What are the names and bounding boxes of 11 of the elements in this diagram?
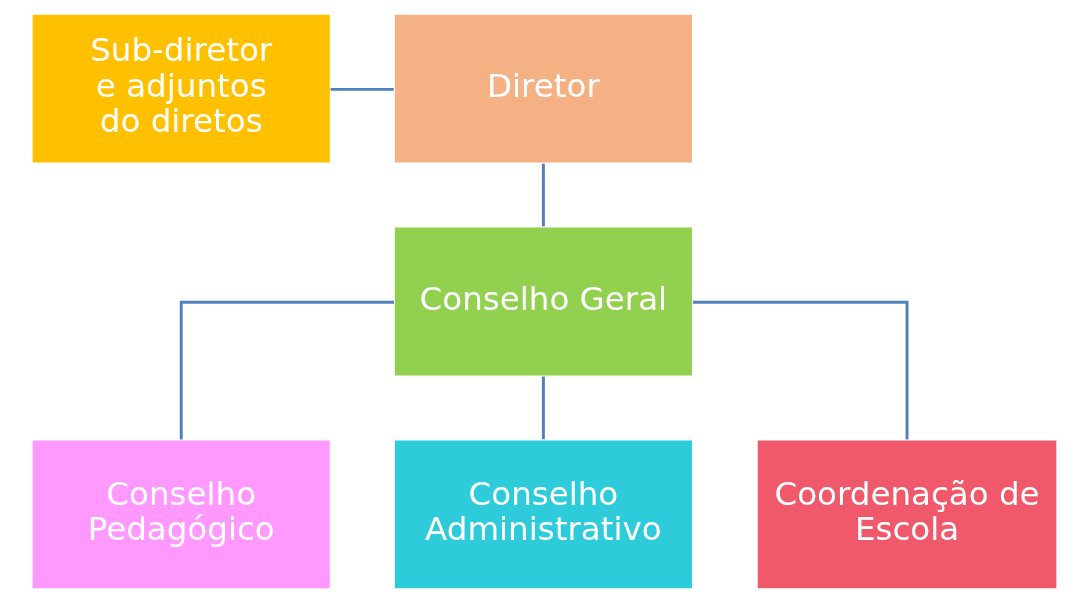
node-box: Diretor bbox=[392, 13, 693, 164]
node-box: Conselho Geral bbox=[392, 226, 693, 377]
node-box: Conselho Administrativo bbox=[392, 439, 693, 590]
connector bbox=[179, 300, 394, 440]
connector bbox=[541, 163, 545, 227]
connector bbox=[692, 300, 908, 440]
node-box: Conselho Pedagógico bbox=[30, 439, 331, 590]
connector bbox=[330, 87, 394, 91]
node-box: Coordenação de Escola bbox=[755, 439, 1058, 590]
node-box: Sub-diretor e adjuntos do diretos bbox=[30, 13, 331, 164]
connector bbox=[541, 376, 545, 440]
